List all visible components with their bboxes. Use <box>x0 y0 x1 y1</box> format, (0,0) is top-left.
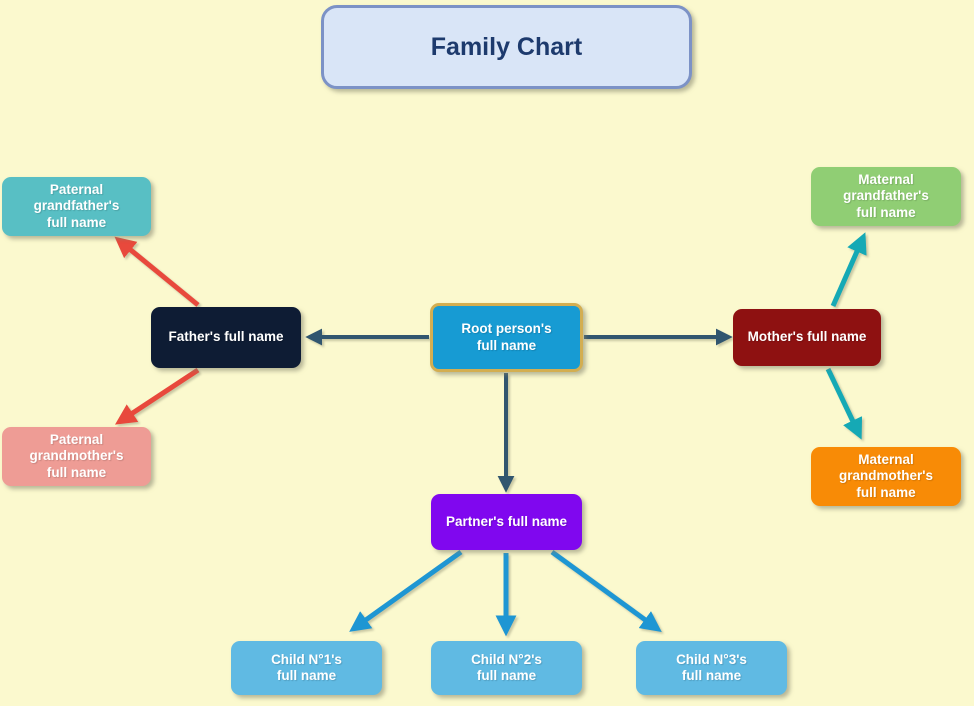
edge-mother-to-maternal-grandmother <box>825 367 863 440</box>
edge-partner-to-child1 <box>349 549 463 632</box>
node-partner[interactable]: Partner's full name <box>431 494 582 550</box>
node-partner-label: Partner's full name <box>446 513 567 529</box>
node-paternal-grandfather-label: Paternal grandfather's full name <box>33 181 120 230</box>
node-child-2[interactable]: Child N°2's full name <box>431 641 582 695</box>
edge-partner-to-child3 <box>550 549 662 632</box>
chart-title: Family Chart <box>430 32 583 61</box>
node-child-1-label: Child N°1's full name <box>271 651 342 683</box>
node-paternal-grandmother-label: Paternal grandmother's full name <box>29 431 124 480</box>
node-root-person-label: Root person's full name <box>461 321 552 353</box>
chart-title-box[interactable]: Family Chart <box>321 5 692 89</box>
node-child-3-label: Child N°3's full name <box>676 651 747 683</box>
node-mother[interactable]: Mother's full name <box>733 309 881 366</box>
node-child-1[interactable]: Child N°1's full name <box>231 641 382 695</box>
node-paternal-grandmother[interactable]: Paternal grandmother's full name <box>2 427 151 486</box>
edge-father-to-paternal-grandmother <box>114 367 200 425</box>
node-maternal-grandfather[interactable]: Maternal grandfather's full name <box>811 167 961 226</box>
node-maternal-grandmother-label: Maternal grandmother's full name <box>839 451 933 500</box>
node-root-person[interactable]: Root person's full name <box>430 303 583 372</box>
node-mother-label: Mother's full name <box>747 329 867 345</box>
node-maternal-grandfather-label: Maternal grandfather's full name <box>843 171 929 220</box>
node-paternal-grandfather[interactable]: Paternal grandfather's full name <box>2 177 151 236</box>
node-father[interactable]: Father's full name <box>151 307 301 368</box>
node-child-2-label: Child N°2's full name <box>471 651 542 683</box>
node-maternal-grandmother[interactable]: Maternal grandmother's full name <box>811 447 961 506</box>
edge-father-to-paternal-grandfather <box>114 236 200 307</box>
bottom-edge-strip <box>0 706 974 711</box>
node-father-label: Father's full name <box>168 329 284 345</box>
node-child-3[interactable]: Child N°3's full name <box>636 641 787 695</box>
edge-mother-to-maternal-grandfather <box>830 232 867 308</box>
